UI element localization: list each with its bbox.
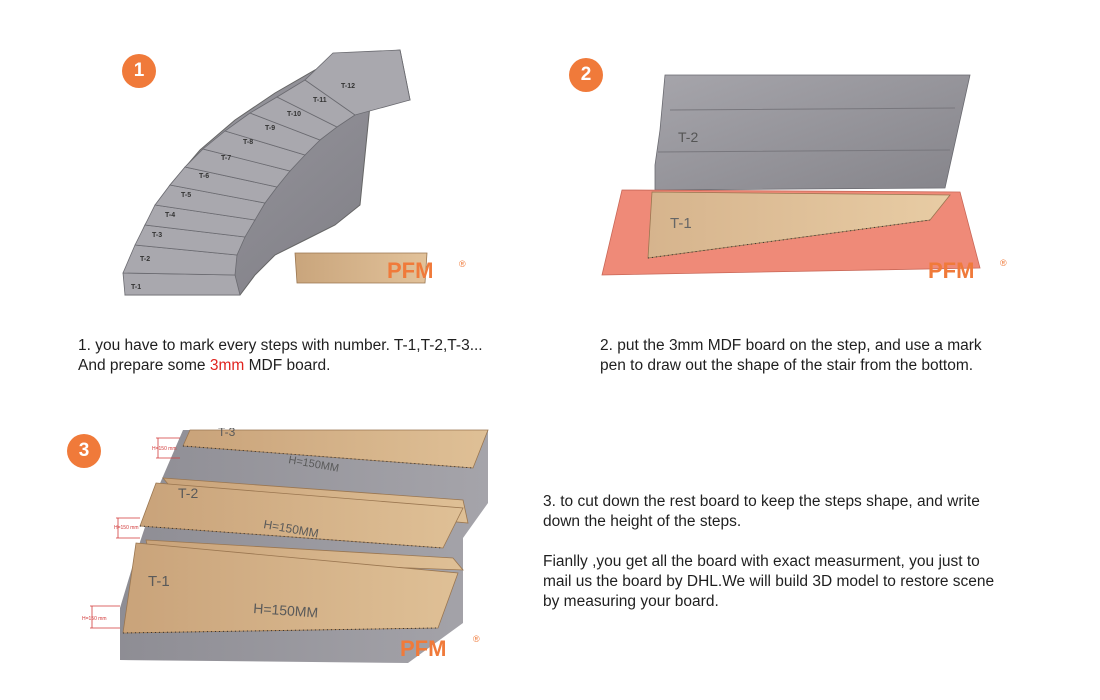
board-label-t3: T-3 <box>218 428 236 439</box>
stair-label-t1: T-1 <box>131 284 141 291</box>
step-3-para1-line-1: 3. to cut down the rest board to keep th… <box>543 493 980 510</box>
highlight-3mm: 3mm <box>209 357 245 374</box>
brand-registered-mark: ® <box>473 634 480 644</box>
step-1-line-2: And prepare some 3mm MDF board. <box>78 357 331 374</box>
stair-label-t2: T-2 <box>678 129 698 145</box>
stair-label-t3: T-3 <box>152 232 162 239</box>
small-height-label-2: H=150 mm <box>114 525 139 531</box>
step-1-badge: 1 <box>122 54 156 88</box>
step-3-para2-line-2: mail us the board by DHL.We will build 3… <box>543 573 995 590</box>
brand-logo: PFM <box>387 258 433 283</box>
step-3-para2-line-1: Fianlly ,you get all the board with exac… <box>543 553 980 570</box>
stair-label-t6: T-6 <box>199 173 209 180</box>
curved-stair-illustration: T-1 T-2 T-3 T-4 T-5 T-6 T-7 T-8 T-9 T-10… <box>122 49 466 296</box>
brand-registered-mark: ® <box>459 259 466 269</box>
height-label-1: H=150MM <box>253 600 319 620</box>
stair-label-t11: T-11 <box>313 97 327 104</box>
step-2-line-1: 2. put the 3mm MDF board on the step, an… <box>600 337 982 354</box>
stair-label-t9: T-9 <box>265 125 275 132</box>
board-label-t1: T-1 <box>148 573 170 590</box>
step-2-description: 2. put the 3mm MDF board on the step, an… <box>600 336 982 376</box>
small-height-label-1: H=150 mm <box>82 616 107 622</box>
board-label-t1: T-1 <box>670 215 692 232</box>
stair-label-t2: T-2 <box>140 256 150 263</box>
step-2-badge: 2 <box>569 58 603 92</box>
brand-logo: PFM <box>400 636 446 661</box>
step-3-description: 3. to cut down the rest board to keep th… <box>543 492 994 612</box>
stair-label-t10: T-10 <box>287 111 301 118</box>
step-3-para2-line-3: by measuring your board. <box>543 593 719 610</box>
stair-label-t7: T-7 <box>221 155 231 162</box>
board-on-step-illustration: T-2 T-1 PFM ® <box>601 74 1007 283</box>
stair-label-t8: T-8 <box>243 139 253 146</box>
brand-registered-mark: ® <box>1000 258 1007 268</box>
stair-label-t5: T-5 <box>181 192 191 199</box>
small-height-label-3: H=150 mm <box>152 446 177 452</box>
cut-boards-illustration: T-1 T-2 T-3 H=150MM H=150MM H=150MM H=15… <box>82 428 489 663</box>
step-1-line-1: 1. you have to mark every steps with num… <box>78 337 483 354</box>
step-2-line-2: pen to draw out the shape of the stair f… <box>600 357 974 374</box>
paragraph-spacer <box>543 532 994 552</box>
step-3-para1-line-2: down the height of the steps. <box>543 513 742 530</box>
step-3-badge: 3 <box>67 434 101 468</box>
board-label-t2: T-2 <box>178 485 198 501</box>
stair-label-t12: T-12 <box>341 83 355 90</box>
step-1-description: 1. you have to mark every steps with num… <box>78 336 483 376</box>
brand-logo: PFM <box>928 258 974 283</box>
stair-label-t4: T-4 <box>165 212 175 219</box>
